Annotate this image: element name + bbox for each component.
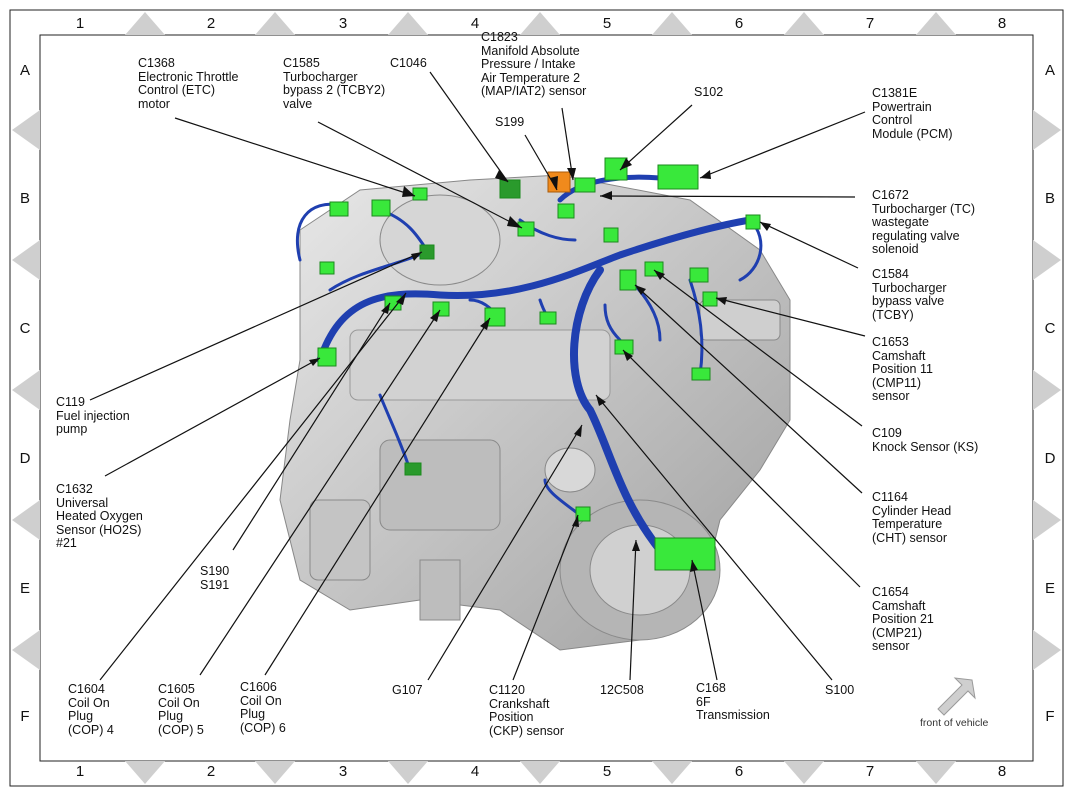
- grid-col-3-bottom: 3: [338, 763, 348, 780]
- engine-body: [279, 174, 791, 651]
- grid-col-4-top: 4: [470, 15, 480, 32]
- callout-c1654: C1654 Camshaft Position 21 (CMP21) senso…: [872, 585, 934, 653]
- callout-s100: S100: [825, 683, 855, 697]
- grid-row-c-right: C: [1044, 320, 1056, 337]
- connectors: [317, 157, 761, 571]
- border-markers: [12, 12, 1061, 784]
- callout-s102: S102: [694, 85, 724, 99]
- grid-col-2-top: 2: [206, 15, 216, 32]
- grid-row-b-right: B: [1044, 190, 1055, 207]
- grid-row-d-right: D: [1044, 450, 1056, 467]
- grid-row-a-right: A: [1044, 62, 1055, 79]
- callout-c1585: C1585 Turbocharger bypass 2 (TCBY2) valv…: [283, 56, 386, 111]
- map-sensor-highlight: [547, 171, 571, 193]
- grid-col-7-bottom: 7: [865, 763, 875, 780]
- callout-c1381e: C1381E Powertrain Control Module (PCM): [872, 86, 953, 141]
- grid-row-d-left: D: [19, 450, 31, 467]
- grid-col-8-bottom: 8: [997, 763, 1007, 780]
- grid-row-e-right: E: [1044, 580, 1055, 597]
- grid-col-5-bottom: 5: [602, 763, 612, 780]
- grid-col-5-top: 5: [602, 15, 612, 32]
- grid-col-3-top: 3: [338, 15, 348, 32]
- callout-g107: G107: [392, 683, 423, 697]
- front-of-vehicle-label: front of vehicle: [920, 717, 989, 729]
- callout-c1605: C1605 Coil On Plug (COP) 5: [158, 682, 204, 737]
- callout-c1823: C1823 Manifold Absolute Pressure / Intak…: [481, 30, 587, 98]
- callout-c1584: C1584 Turbocharger bypass valve (TCBY): [872, 267, 947, 322]
- grid-col-2-bottom: 2: [206, 763, 216, 780]
- grid-row-c-left: C: [19, 320, 31, 337]
- callout-c1632: C1632 Universal Heated Oxygen Sensor (HO…: [56, 482, 143, 550]
- callout-s190-s191: S190 S191: [200, 564, 230, 592]
- grid-row-f-left: F: [20, 708, 30, 725]
- grid-col-8-top: 8: [997, 15, 1007, 32]
- callout-c1046: C1046: [390, 56, 427, 70]
- grid-col-1-top: 1: [75, 15, 85, 32]
- callout-c1672: C1672 Turbocharger (TC) wastegate regula…: [872, 188, 976, 256]
- callout-c168: C168 6F Transmission: [696, 681, 770, 722]
- callout-c109: C109 Knock Sensor (KS): [872, 426, 979, 454]
- callout-c1604: C1604 Coil On Plug (COP) 4: [68, 682, 114, 737]
- callout-c1120: C1120 Crankshaft Position (CKP) sensor: [489, 683, 565, 738]
- grid-row-a-left: A: [19, 62, 30, 79]
- grid-row-f-right: F: [1045, 708, 1055, 725]
- callout-c1164: C1164 Cylinder Head Temperature (CHT) se…: [872, 490, 952, 545]
- leader-lines: [89, 71, 866, 681]
- grid-col-1-bottom: 1: [75, 763, 85, 780]
- callout-c1653: C1653 Camshaft Position 11 (CMP11) senso…: [872, 335, 933, 403]
- leader-arrowheads: [309, 158, 771, 572]
- front-of-vehicle-arrow-icon: [937, 677, 976, 716]
- callout-c1606: C1606 Coil On Plug (COP) 6: [240, 680, 286, 735]
- grid-row-e-left: E: [19, 580, 30, 597]
- grid-row-b-left: B: [19, 190, 30, 207]
- callout-c119: C119 Fuel injection pump: [56, 395, 130, 436]
- grid-col-7-top: 7: [865, 15, 875, 32]
- wiring-harness: [295, 174, 763, 554]
- callout-s199: S199: [495, 115, 525, 129]
- callout-c1368: C1368 Electronic Throttle Control (ETC) …: [138, 56, 239, 111]
- grid-col-4-bottom: 4: [470, 763, 480, 780]
- grid-col-6-bottom: 6: [734, 763, 744, 780]
- callout-12c508: 12C508: [600, 683, 644, 697]
- grid-col-6-top: 6: [734, 15, 744, 32]
